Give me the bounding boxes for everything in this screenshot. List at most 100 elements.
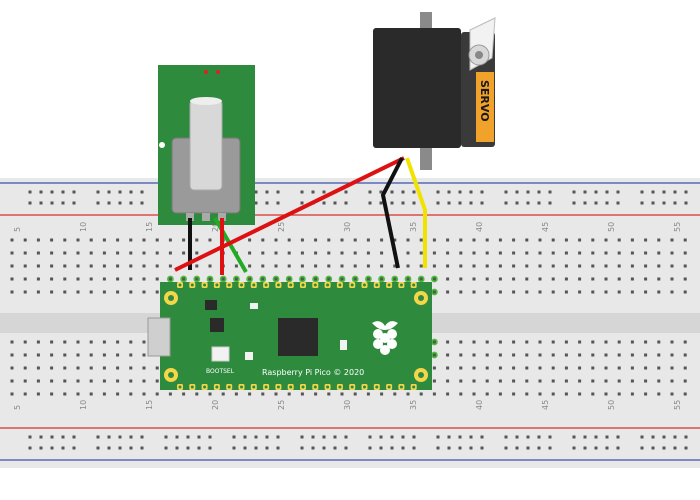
breadboard-hole	[142, 340, 146, 344]
rail-hole	[129, 190, 133, 194]
breadboard-hole	[617, 392, 621, 396]
pico-pin-hole	[227, 283, 231, 287]
rail-hole	[662, 190, 666, 194]
breadboard-hole	[617, 366, 621, 370]
breadboard-hole	[129, 379, 133, 383]
breadboard-hole	[644, 238, 648, 242]
breadboard-hole	[63, 353, 67, 357]
rail-hole	[61, 201, 65, 205]
pot-pin-3	[218, 213, 226, 221]
breadboard-hole	[670, 379, 674, 383]
breadboard-hole	[10, 290, 14, 294]
breadboard-hole	[459, 251, 463, 255]
breadboard-hole	[129, 290, 133, 294]
breadboard-hole	[630, 340, 634, 344]
breadboard-hole	[551, 340, 555, 344]
breadboard-hole	[657, 392, 661, 396]
breadboard-hole	[512, 264, 516, 268]
column-number: 5	[13, 405, 22, 410]
rail-hole	[412, 446, 416, 450]
breadboard-hole	[459, 277, 463, 281]
breadboard-hole	[657, 340, 661, 344]
pico-pin-hole	[276, 385, 280, 389]
breadboard-hole	[472, 251, 476, 255]
breadboard-hole	[591, 392, 595, 396]
breadboard-hole	[472, 366, 476, 370]
rail-hole	[548, 446, 552, 450]
breadboard-hole	[564, 340, 568, 344]
breadboard-hole	[102, 251, 106, 255]
rail-hole	[118, 446, 122, 450]
breadboard-hole	[340, 277, 344, 281]
pot-pin-2	[202, 213, 210, 221]
breadboard-hole	[182, 392, 186, 396]
breadboard-hole	[419, 277, 423, 281]
breadboard-hole	[604, 238, 608, 242]
rail-hole	[390, 201, 394, 205]
breadboard-hole	[168, 251, 172, 255]
rail-hole	[526, 190, 530, 194]
pico-pin-hole	[375, 283, 379, 287]
breadboard-hole	[102, 353, 106, 357]
breadboard-hole	[617, 264, 621, 268]
rail-hole	[96, 190, 100, 194]
breadboard-hole	[657, 366, 661, 370]
breadboard-hole	[102, 264, 106, 268]
breadboard-hole	[617, 340, 621, 344]
breadboard-hole	[630, 392, 634, 396]
breadboard-hole	[10, 353, 14, 357]
breadboard-hole	[670, 340, 674, 344]
breadboard-hole	[604, 340, 608, 344]
pico-pin-hole	[289, 385, 293, 389]
breadboard-hole	[419, 264, 423, 268]
rail-hole	[50, 201, 54, 205]
breadboard-hole	[208, 264, 212, 268]
breadboard-hole	[432, 340, 436, 344]
breadboard-hole	[551, 264, 555, 268]
breadboard-hole	[644, 366, 648, 370]
breadboard-hole	[604, 277, 608, 281]
pico-pin-hole	[264, 385, 268, 389]
rail-hole	[368, 190, 372, 194]
breadboard-hole	[327, 392, 331, 396]
rail-hole	[118, 435, 122, 439]
breadboard-hole	[617, 251, 621, 255]
breadboard-hole	[36, 238, 40, 242]
breadboard-hole	[393, 238, 397, 242]
breadboard-hole	[446, 353, 450, 357]
breadboard-hole	[23, 290, 27, 294]
column-number: 40	[475, 222, 484, 232]
breadboard-hole	[50, 379, 54, 383]
breadboard-hole	[129, 277, 133, 281]
rail-hole	[379, 446, 383, 450]
breadboard-hole	[683, 238, 687, 242]
breadboard-hole	[23, 340, 27, 344]
column-number: 30	[343, 400, 352, 410]
rail-hole	[333, 446, 337, 450]
pico-pin-hole	[338, 283, 342, 287]
breadboard-hole	[10, 379, 14, 383]
breadboard-hole	[195, 238, 199, 242]
breadboard-hole	[353, 392, 357, 396]
breadboard-hole	[485, 392, 489, 396]
breadboard-hole	[683, 264, 687, 268]
breadboard-hole	[644, 353, 648, 357]
breadboard-hole	[353, 277, 357, 281]
column-number: 25	[277, 222, 286, 232]
bootsel-button[interactable]	[211, 346, 230, 362]
breadboard-hole	[76, 366, 80, 370]
breadboard-hole	[116, 353, 120, 357]
breadboard-hole	[380, 251, 384, 255]
breadboard-hole	[564, 366, 568, 370]
rail-hole	[311, 435, 315, 439]
rail-hole	[61, 190, 65, 194]
breadboard-hole	[182, 238, 186, 242]
rail-hole	[640, 435, 644, 439]
rail-hole	[458, 190, 462, 194]
breadboard-hole	[419, 251, 423, 255]
breadboard-hole	[630, 366, 634, 370]
breadboard-hole	[300, 264, 304, 268]
pico-pin-hole	[203, 283, 207, 287]
breadboard-hole	[498, 366, 502, 370]
breadboard-hole	[485, 340, 489, 344]
